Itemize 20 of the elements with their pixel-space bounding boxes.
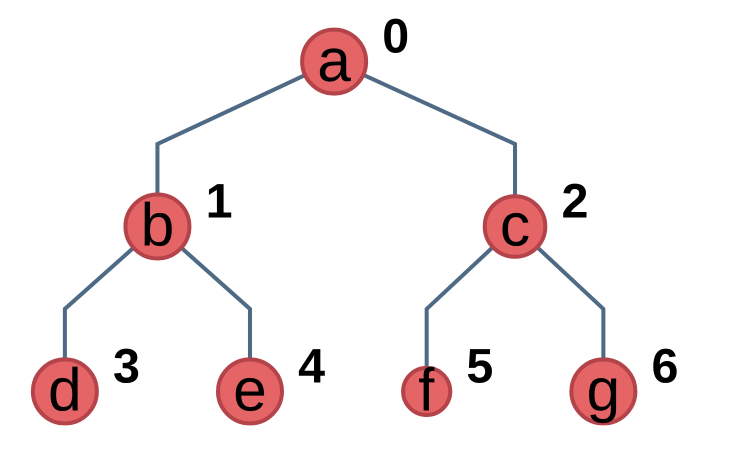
index-number: 0 bbox=[382, 10, 410, 64]
index-number: 5 bbox=[466, 339, 494, 394]
node-letter: a bbox=[317, 27, 351, 97]
node-letter: b bbox=[140, 192, 174, 262]
tree-edge-line bbox=[536, 246, 606, 360]
node-letter: g bbox=[586, 357, 620, 427]
tree-edge-line bbox=[62, 246, 135, 360]
tree-edge-line bbox=[424, 246, 494, 368]
index-number: 3 bbox=[113, 339, 140, 394]
index-number: 4 bbox=[298, 339, 326, 394]
index-number: 1 bbox=[206, 174, 233, 228]
tree-edge-line bbox=[362, 73, 518, 196]
tree-edge-line bbox=[180, 246, 252, 360]
index-number: 2 bbox=[561, 174, 588, 228]
node-letter: d bbox=[48, 357, 82, 427]
node-letter: c bbox=[500, 192, 530, 262]
index-number: 6 bbox=[652, 339, 678, 394]
node-letter: f bbox=[418, 357, 436, 427]
node-letter: e bbox=[233, 357, 267, 427]
tree-edge-line bbox=[155, 73, 306, 195]
